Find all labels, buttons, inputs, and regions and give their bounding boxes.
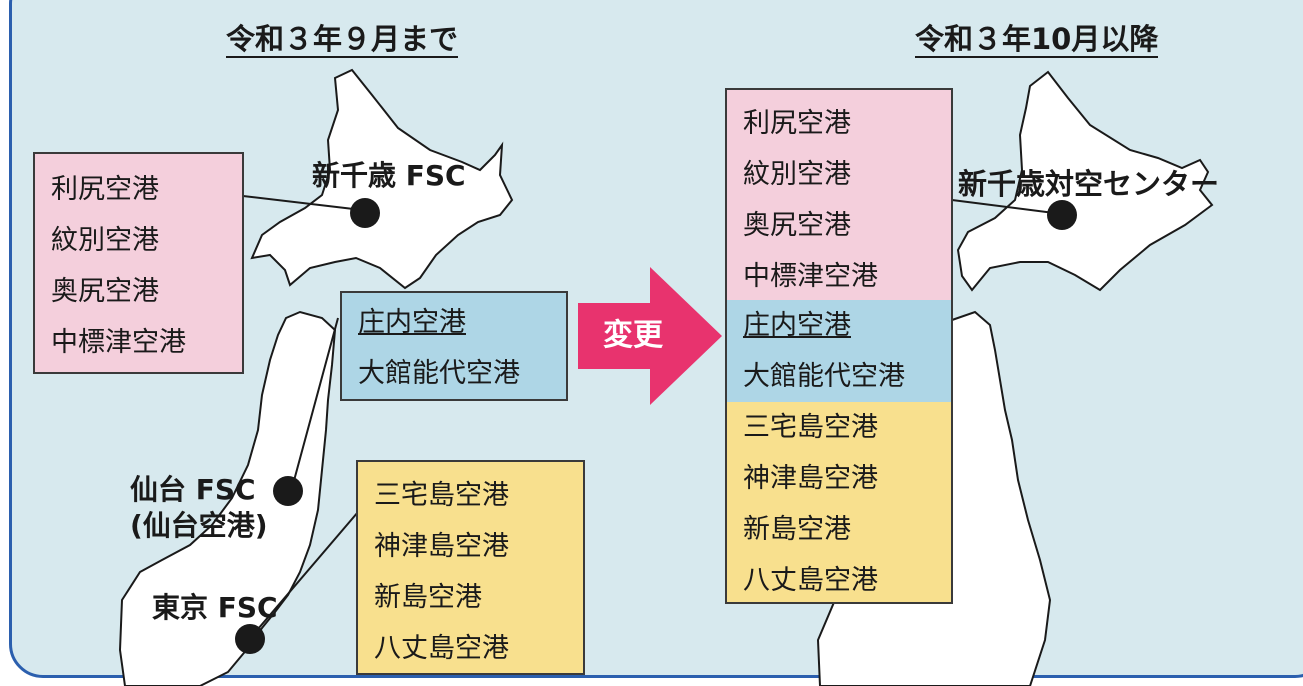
line-center (951, 199, 1063, 215)
airport-item: 中標津空港 (51, 327, 186, 358)
left-title: 令和３年９月まで (226, 22, 459, 58)
shinchitose-dot (350, 198, 380, 228)
airport-item: 紋別空港 (51, 225, 159, 256)
right-hokkaido-map (956, 70, 1214, 292)
left-hokkaido-map (250, 68, 514, 290)
left-yellow-box: 三宅島空港 神津島空港 新島空港 八丈島空港 (356, 460, 585, 675)
airport-item: 八丈島空港 (743, 565, 878, 596)
airport-item: 利尻空港 (743, 108, 851, 139)
shinchitose-fsc-label: 新千歳 FSC (312, 159, 466, 192)
airport-item: 奥尻空港 (51, 276, 159, 307)
left-honshu-map (118, 310, 337, 686)
sendai-airport-label: (仙台空港) (130, 509, 268, 542)
right-blue-section: 庄内空港 大館能代空港 (727, 300, 951, 402)
right-yellow-section: 三宅島空港 神津島空港 新島空港 八丈島空港 (727, 402, 951, 602)
airport-item: 紋別空港 (743, 159, 851, 190)
sendai-fsc-label: 仙台 FSC (130, 473, 256, 506)
left-pink-box: 利尻空港 紋別空港 奥尻空港 中標津空港 (33, 152, 244, 374)
airport-item: 八丈島空港 (374, 633, 509, 664)
line-sendai (291, 317, 339, 489)
left-blue-box: 庄内空港 大館能代空港 (340, 291, 568, 401)
airport-item: 新島空港 (374, 582, 482, 613)
airport-item: 大館能代空港 (358, 358, 520, 389)
sendai-dot (273, 476, 303, 506)
change-arrow (578, 267, 722, 405)
airport-item: 利尻空港 (51, 174, 159, 205)
line-shinchitose (242, 195, 363, 211)
airport-item: 神津島空港 (374, 531, 509, 562)
tokyo-dot (235, 624, 265, 654)
airport-item: 庄内空港 (743, 310, 851, 341)
right-airport-box: 利尻空港 紋別空港 奥尻空港 中標津空港 庄内空港 大館能代空港 三宅島空港 神… (725, 88, 953, 604)
airport-item: 庄内空港 (358, 307, 466, 338)
shinchitose-center-dot (1047, 200, 1077, 230)
right-pink-section: 利尻空港 紋別空港 奥尻空港 中標津空港 (727, 90, 951, 300)
shinchitose-center-label: 新千歳対空センター (958, 167, 1220, 201)
right-title: 令和３年10月以降 (915, 22, 1159, 58)
airport-item: 大館能代空港 (743, 361, 905, 392)
change-arrow-label: 変更 (603, 318, 663, 353)
airport-item: 三宅島空港 (374, 480, 509, 511)
airport-item: 中標津空港 (743, 261, 878, 292)
airport-item: 神津島空港 (743, 463, 878, 494)
tokyo-fsc-label: 東京 FSC (152, 591, 278, 624)
airport-item: 奥尻空港 (743, 210, 851, 241)
airport-item: 三宅島空港 (743, 412, 878, 443)
airport-item: 新島空港 (743, 514, 851, 545)
line-tokyo (251, 511, 359, 637)
